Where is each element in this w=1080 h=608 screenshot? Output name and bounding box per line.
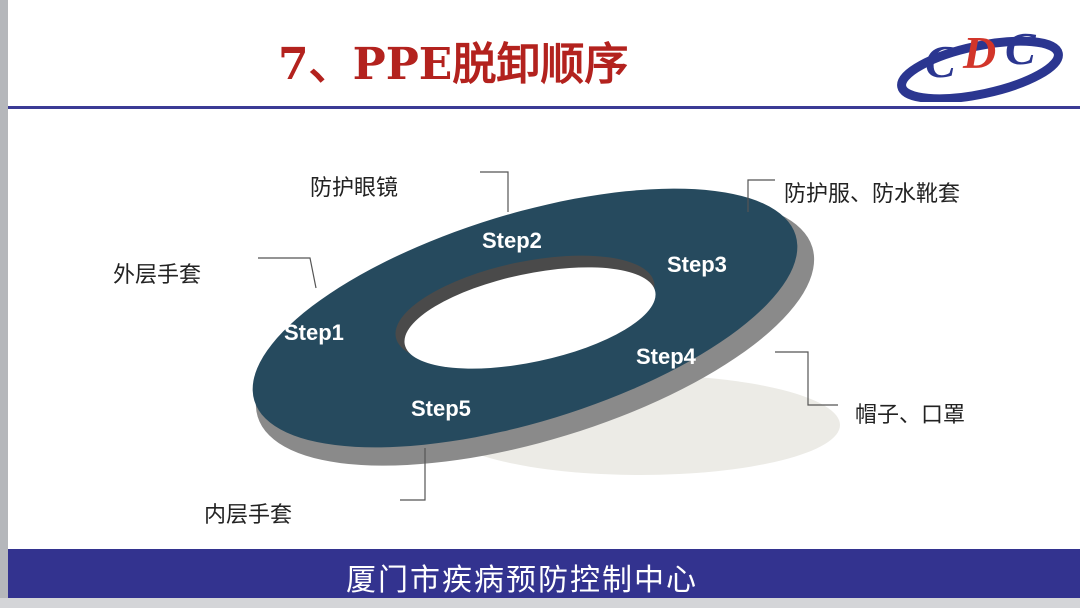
step4-item: 帽子、口罩 <box>855 403 966 428</box>
ring-hole <box>404 267 656 369</box>
page-title: 7、PPE脱卸顺序 <box>278 39 629 90</box>
step1-label: Step1 <box>284 320 344 345</box>
left-edge-bar <box>0 0 8 608</box>
svg-text:C: C <box>1005 23 1037 74</box>
step3-label: Step3 <box>667 252 727 277</box>
step3-item: 防护服、防水靴套 <box>784 182 961 207</box>
step2-label: Step2 <box>482 228 542 253</box>
step5-item: 内层手套 <box>204 503 293 528</box>
footer-band: 厦门市疾病预防控制中心 <box>8 549 1080 598</box>
step4-label: Step4 <box>636 344 697 369</box>
organization-name: 厦门市疾病预防控制中心 <box>346 563 698 598</box>
header-rule <box>8 106 1080 109</box>
cdc-logo: C D C <box>897 23 1063 102</box>
svg-text:D: D <box>962 27 996 78</box>
step1-item: 外层手套 <box>113 263 202 288</box>
step2-item: 防护眼镜 <box>310 176 399 201</box>
svg-text:C: C <box>925 36 957 87</box>
bottom-strip <box>0 598 1080 608</box>
step5-label: Step5 <box>411 396 471 421</box>
